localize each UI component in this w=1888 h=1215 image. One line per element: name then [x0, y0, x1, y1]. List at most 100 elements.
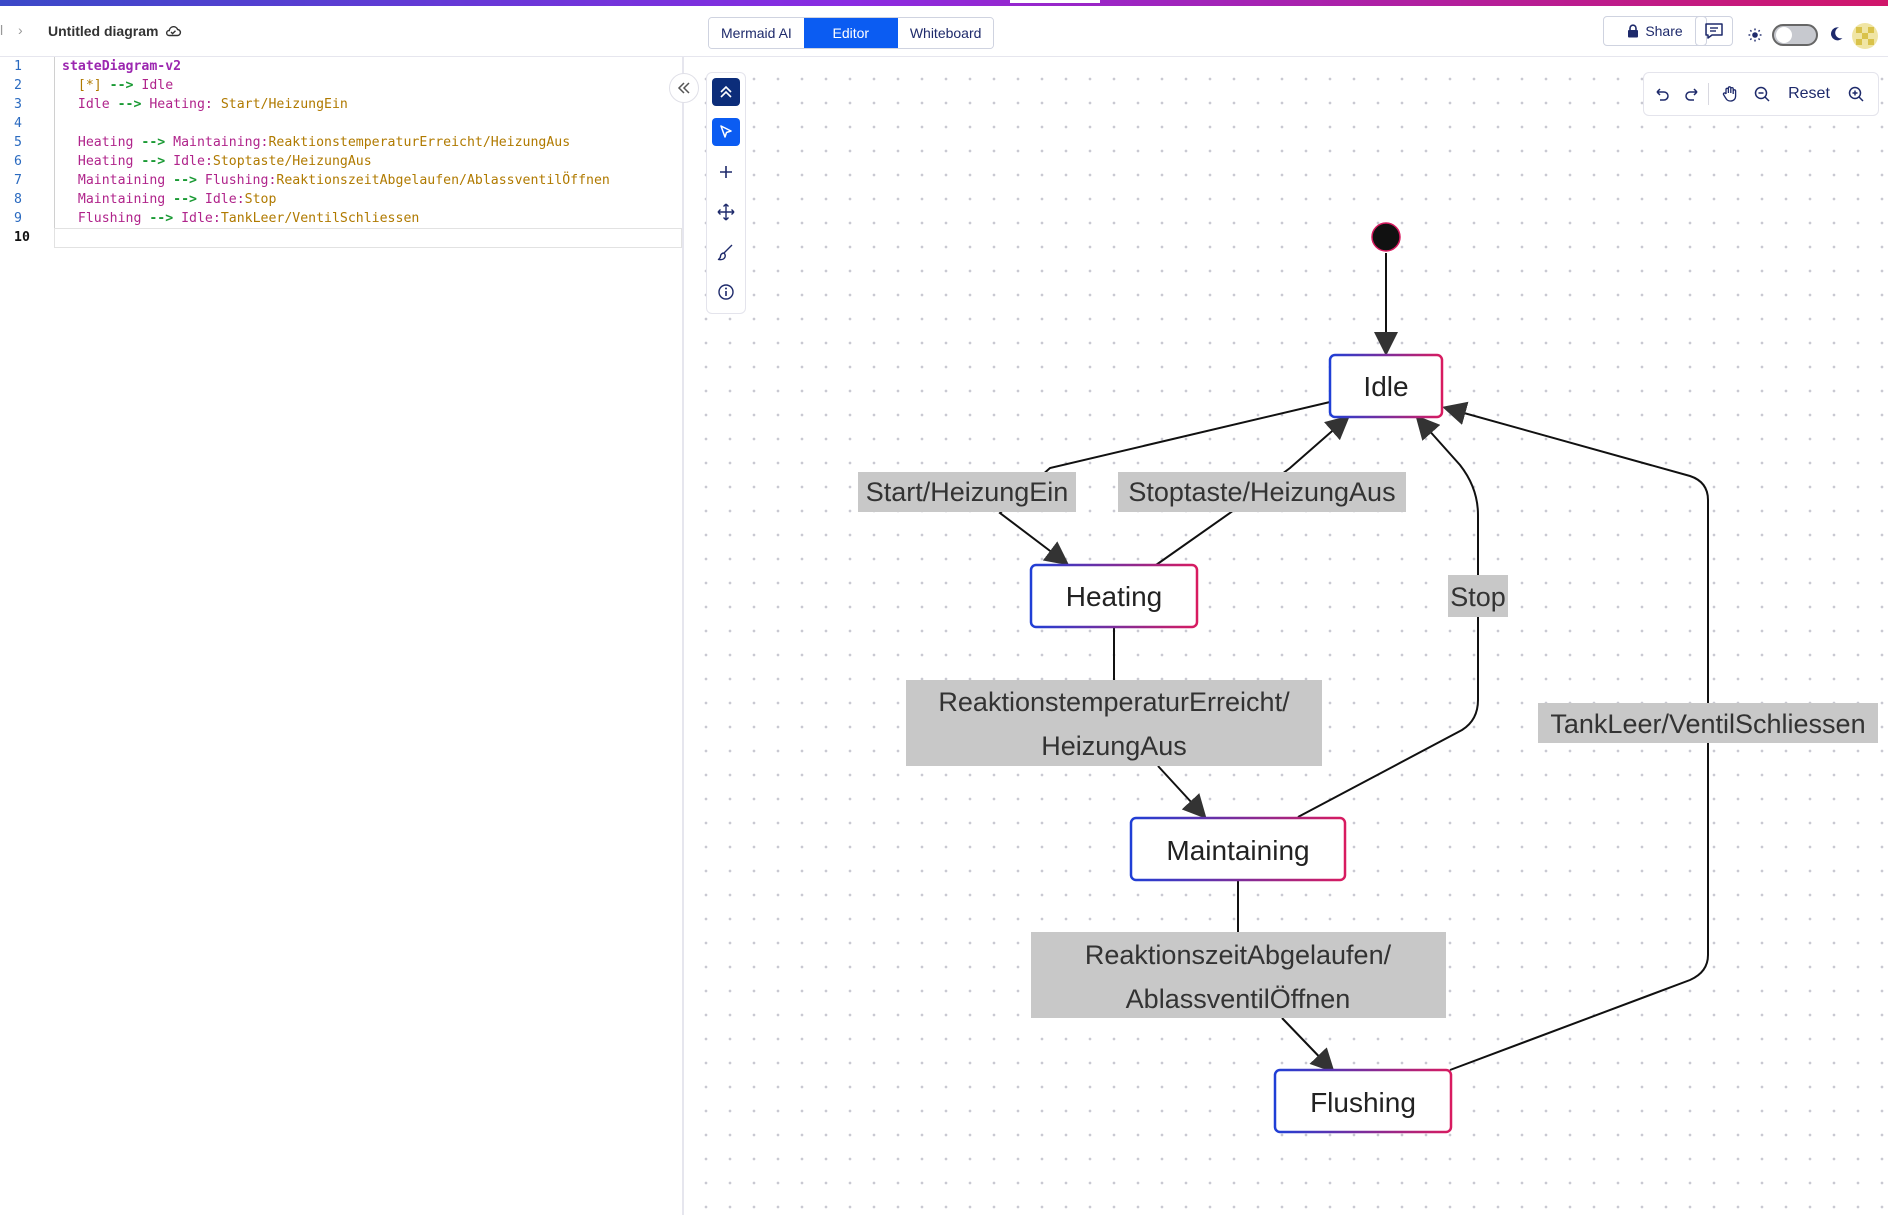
move-arrows-icon	[717, 203, 735, 221]
select-tool[interactable]	[712, 118, 740, 146]
code-text: stateDiagram-v2	[62, 57, 181, 76]
code-token: ReaktionszeitAbgelaufen/AblassventilÖffn…	[276, 173, 610, 188]
current-line-highlight	[54, 228, 682, 248]
code-text: Maintaining --> Idle:Stop	[62, 190, 277, 209]
tab-mermaid-ai[interactable]: Mermaid AI	[709, 18, 804, 48]
line-number: 5	[14, 135, 22, 150]
pan-button[interactable]	[1718, 81, 1742, 107]
code-token: :	[260, 135, 269, 150]
code-token: Heating	[149, 97, 205, 112]
code-token: -->	[165, 173, 205, 188]
code-token: Flushing	[62, 211, 142, 226]
code-line[interactable]: 2 [*] --> Idle	[0, 76, 680, 95]
add-node-tool[interactable]	[712, 158, 740, 186]
line-number: 8	[14, 192, 22, 207]
move-tool[interactable]	[712, 198, 740, 226]
code-text: Heating --> Maintaining:Reaktionstempera…	[62, 133, 570, 152]
top-gradient-bar	[0, 0, 1888, 6]
cloud-sync-icon	[165, 26, 182, 37]
code-line[interactable]: 6 Heating --> Idle:Stoptaste/HeizungAus	[0, 152, 680, 171]
mode-tabs: Mermaid AI Editor Whiteboard	[708, 17, 995, 49]
comments-button[interactable]	[1695, 16, 1733, 46]
zoom-divider	[1708, 83, 1709, 105]
code-line[interactable]: 7 Maintaining --> Flushing:Reaktionszeit…	[0, 171, 680, 190]
line-number: 1	[14, 59, 22, 74]
avatar-pattern-icon	[1856, 27, 1874, 45]
cursor-icon	[720, 125, 732, 138]
gutter-divider	[54, 57, 55, 228]
app-header: l › Untitled diagram Mermaid AI Editor W…	[0, 6, 1888, 57]
code-token: :	[268, 173, 277, 188]
code-line[interactable]: 4	[0, 114, 680, 133]
code-text: Flushing --> Idle:TankLeer/VentilSchlies…	[62, 209, 419, 228]
redo-button[interactable]	[1680, 81, 1704, 107]
code-token: -->	[133, 135, 174, 150]
code-line[interactable]: 1 stateDiagram-v2	[0, 57, 680, 76]
code-line[interactable]: 10	[0, 228, 680, 247]
diagram-canvas[interactable]	[684, 57, 1888, 1215]
info-icon	[718, 284, 734, 300]
info-tool[interactable]	[712, 278, 740, 306]
code-token: Idle	[173, 154, 205, 169]
code-text: Heating --> Idle:Stoptaste/HeizungAus	[62, 152, 372, 171]
zoom-in-icon	[1848, 86, 1864, 102]
zoom-out-button[interactable]	[1750, 81, 1774, 107]
collapse-toolbar-button[interactable]	[712, 78, 740, 106]
line-number: 7	[14, 173, 22, 188]
code-line[interactable]: 8 Maintaining --> Idle:Stop	[0, 190, 680, 209]
code-token: Idle	[181, 211, 213, 226]
moon-icon	[1831, 27, 1843, 41]
undo-button[interactable]	[1650, 81, 1674, 107]
code-token: Maintaining	[173, 135, 261, 150]
code-line[interactable]: 3 Idle --> Heating: Start/HeizungEin	[0, 95, 680, 114]
canvas-toolbar	[706, 72, 746, 314]
breadcrumb-chevron-icon: ›	[18, 22, 23, 38]
code-token: Start/HeizungEin	[220, 97, 348, 112]
breadcrumb-separator: l	[0, 22, 4, 38]
tab-whiteboard[interactable]: Whiteboard	[897, 18, 994, 48]
code-token: Flushing	[204, 173, 269, 188]
zoom-controls: Reset	[1643, 72, 1879, 116]
avatar[interactable]	[1852, 23, 1878, 49]
code-token: Maintaining	[62, 173, 166, 188]
zoom-out-icon	[1754, 86, 1770, 102]
line-number: 4	[14, 116, 22, 131]
share-button[interactable]: Share	[1603, 16, 1707, 46]
code-token: Heating	[62, 154, 134, 169]
undo-icon	[1656, 88, 1669, 101]
code-token: TankLeer/VentilSchliessen	[220, 211, 420, 226]
line-number: 3	[14, 97, 22, 112]
document-title[interactable]: Untitled diagram	[48, 23, 159, 39]
hand-icon	[1722, 86, 1737, 102]
code-token: Maintaining	[62, 192, 166, 207]
code-token: -->	[101, 78, 142, 93]
code-token: :	[204, 154, 213, 169]
reset-zoom-button[interactable]: Reset	[1788, 85, 1830, 102]
code-token: -->	[165, 192, 205, 207]
brush-tool[interactable]	[712, 238, 740, 266]
code-token: -->	[141, 211, 182, 226]
share-label: Share	[1645, 23, 1683, 39]
theme-toggle[interactable]	[1772, 24, 1818, 46]
code-token: Idle	[62, 97, 110, 112]
code-token: [*]	[62, 78, 102, 93]
code-text: Maintaining --> Flushing:ReaktionszeitAb…	[62, 171, 610, 190]
line-number: 9	[14, 211, 22, 226]
code-token: Idle	[204, 192, 237, 207]
code-token: Stop	[244, 192, 277, 207]
code-line[interactable]: 9 Flushing --> Idle:TankLeer/VentilSchli…	[0, 209, 680, 228]
zoom-in-button[interactable]	[1844, 81, 1868, 107]
code-token: stateDiagram-v2	[62, 59, 182, 74]
code-token: ReaktionstemperaturErreicht/HeizungAus	[268, 135, 571, 150]
code-token: -->	[109, 97, 150, 112]
brush-icon	[717, 244, 733, 261]
code-token: -->	[133, 154, 174, 169]
collapse-editor-button[interactable]	[669, 73, 699, 103]
code-token: Idle	[141, 78, 174, 93]
chevrons-up-icon	[720, 85, 732, 98]
code-line[interactable]: 5 Heating --> Maintaining:Reaktionstempe…	[0, 133, 680, 152]
tab-editor[interactable]: Editor	[803, 18, 898, 48]
code-text: [*] --> Idle	[62, 76, 173, 95]
code-token: :	[212, 211, 221, 226]
